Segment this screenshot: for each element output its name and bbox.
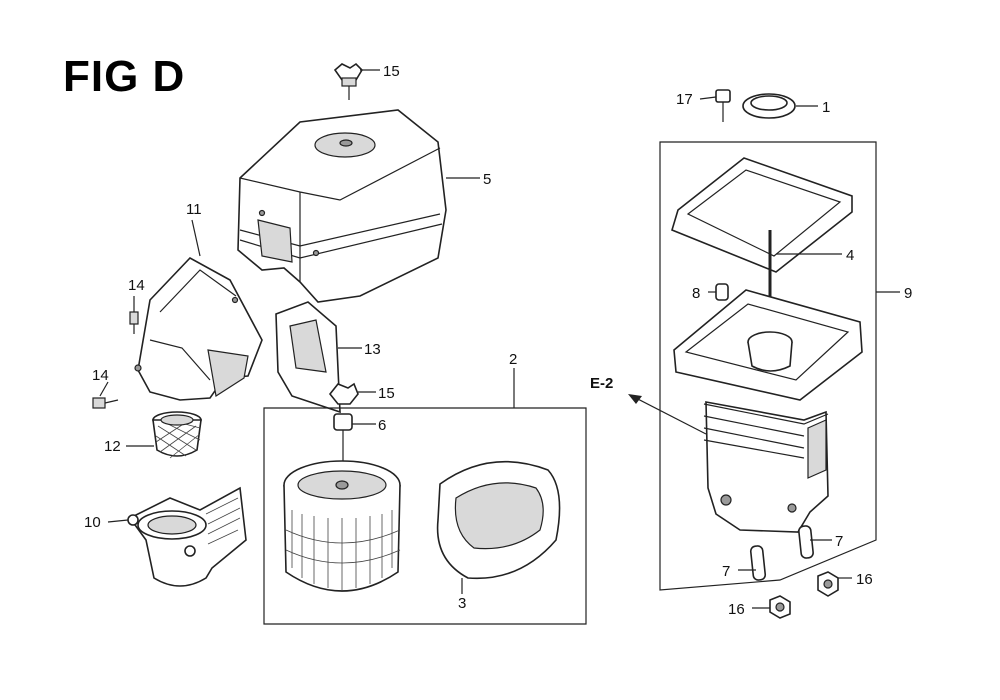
callout-11: 11 bbox=[186, 201, 202, 218]
callout-14-upper: 14 bbox=[128, 277, 145, 294]
paper-filter-element bbox=[283, 460, 401, 592]
part-7-tube-left bbox=[749, 545, 767, 581]
part-12-screen-filter bbox=[152, 411, 202, 459]
part-17-bolt bbox=[715, 89, 731, 122]
part-15-wing-nut-top bbox=[333, 62, 364, 100]
case-assembly-box bbox=[659, 141, 877, 591]
figure-title: FIG D bbox=[63, 52, 186, 101]
callout-4: 4 bbox=[846, 247, 854, 264]
callout-5: 5 bbox=[483, 171, 491, 188]
part-3-foam-element bbox=[436, 460, 561, 580]
element-assembly-box bbox=[263, 407, 587, 625]
callout-6: 6 bbox=[378, 417, 386, 434]
reference-e2: E-2 bbox=[590, 375, 613, 392]
callout-17: 17 bbox=[676, 91, 693, 108]
part-5-air-cleaner-cover bbox=[237, 109, 447, 303]
leader-lines bbox=[99, 69, 900, 609]
callout-2: 2 bbox=[509, 351, 517, 368]
callout-7-right: 7 bbox=[835, 533, 843, 550]
callout-9: 9 bbox=[904, 285, 912, 302]
callout-15-top: 15 bbox=[383, 63, 400, 80]
part-4-gasket bbox=[671, 157, 853, 273]
callout-13: 13 bbox=[364, 341, 381, 358]
part-14-bolt-lower bbox=[92, 397, 119, 409]
callout-15-lower: 15 bbox=[378, 385, 395, 402]
part-7-tube-right bbox=[798, 525, 814, 559]
part-14-bolt-upper bbox=[129, 311, 139, 334]
callout-12: 12 bbox=[104, 438, 121, 455]
callout-7-left: 7 bbox=[722, 563, 730, 580]
callout-labels: 15 5 11 14 14 12 10 13 15 6 2 3 1 17 4 8… bbox=[84, 63, 912, 618]
callout-14-lower: 14 bbox=[92, 367, 109, 384]
part-1-grommet bbox=[742, 93, 796, 119]
part-8-collar bbox=[715, 283, 729, 301]
callout-8: 8 bbox=[692, 285, 700, 302]
callout-10: 10 bbox=[84, 514, 101, 531]
e2-reference-arrow bbox=[628, 394, 707, 435]
callout-1: 1 bbox=[822, 99, 830, 116]
part-15-wing-nut-lower bbox=[328, 382, 359, 405]
part-16-nut-left bbox=[769, 595, 791, 619]
callout-16-left: 16 bbox=[728, 601, 745, 618]
air-cleaner-case bbox=[673, 289, 863, 533]
part-11-air-duct bbox=[134, 257, 263, 401]
callout-16-right: 16 bbox=[856, 571, 873, 588]
part-10-intake-elbow bbox=[127, 486, 247, 587]
callout-3: 3 bbox=[458, 595, 466, 612]
part-16-nut-right bbox=[817, 571, 839, 597]
part-13-gasket bbox=[275, 301, 341, 414]
